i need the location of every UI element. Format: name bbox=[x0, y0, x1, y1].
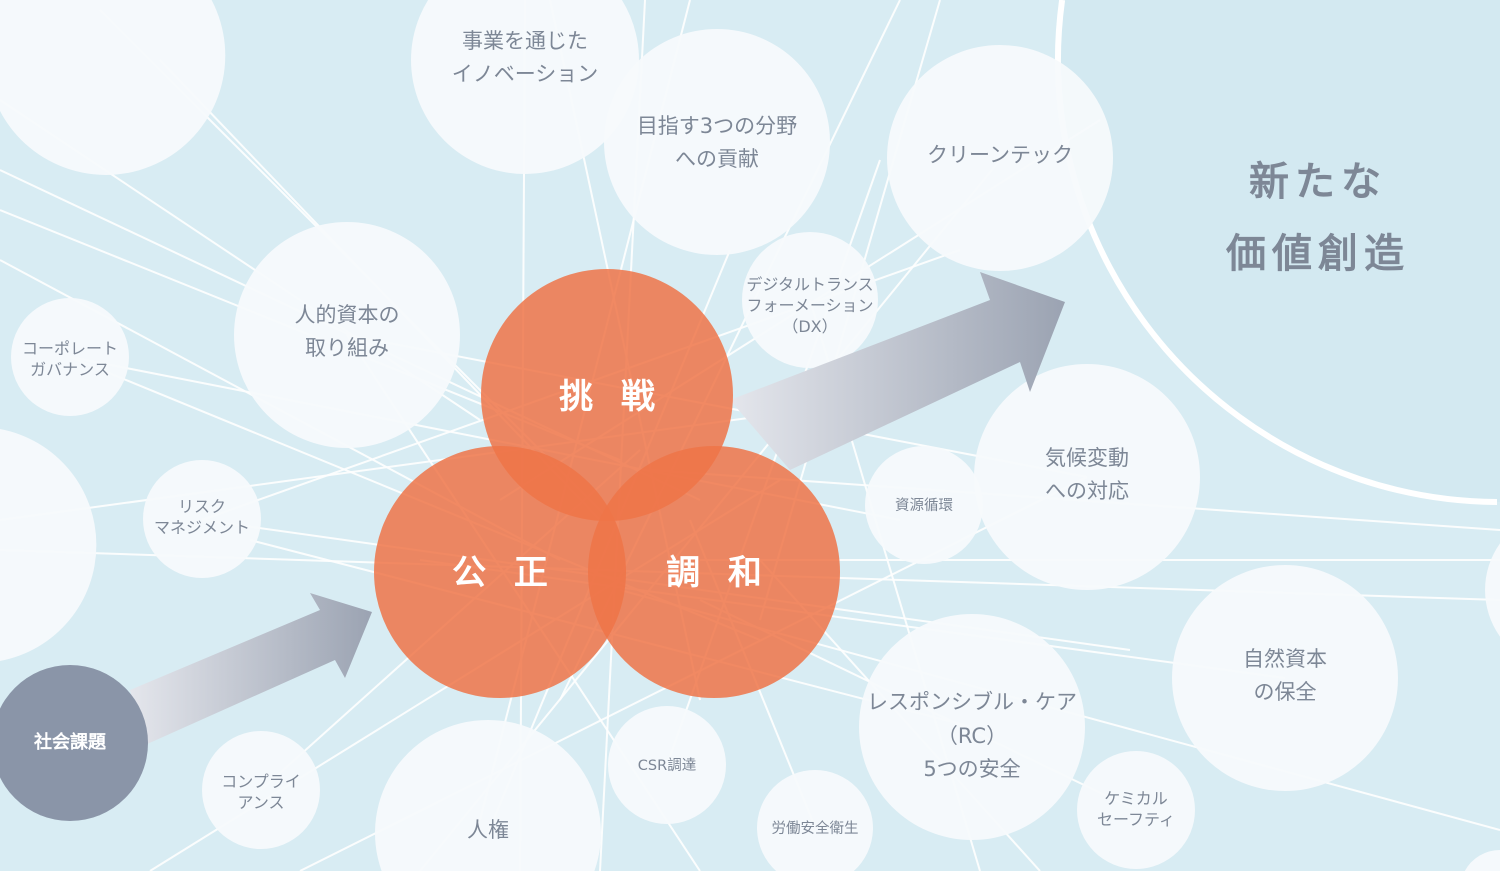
topic-resources: 資源循環 bbox=[865, 446, 983, 564]
topic-label: 事業を通じた bbox=[462, 29, 588, 53]
topic-label: セーフティ bbox=[1097, 810, 1175, 829]
topic-innovation: 事業を通じた イノベーション bbox=[411, 0, 639, 174]
topic-label: 気候変動 bbox=[1045, 446, 1129, 470]
topic-label: リスク bbox=[178, 497, 226, 516]
topic-label: 資源循環 bbox=[895, 497, 953, 514]
topic-dx: デジタルトランス フォーメーション （DX） bbox=[742, 232, 878, 368]
arrow-to-core bbox=[130, 593, 372, 745]
topic-label: 5つの安全 bbox=[923, 757, 1020, 781]
topic-label: （RC） bbox=[937, 724, 1007, 748]
topic-governance: コーポレート ガバナンス bbox=[11, 298, 129, 416]
topic-label: 取り組み bbox=[305, 336, 389, 360]
bubble-decorative bbox=[0, 429, 97, 661]
topic-compliance: コンプライ アンス bbox=[202, 731, 320, 849]
topic-chemical-safety: ケミカル セーフティ bbox=[1077, 751, 1195, 869]
bubble-decorative bbox=[1464, 850, 1500, 871]
bubble-decorative bbox=[0, 0, 226, 175]
topic-label: 自然資本 bbox=[1243, 647, 1327, 671]
topic-three-fields: 目指す3つの分野 への貢献 bbox=[604, 29, 830, 255]
topic-label: コーポレート bbox=[22, 339, 118, 358]
topic-label: ケミカル bbox=[1104, 789, 1168, 808]
topic-label: CSR調達 bbox=[638, 757, 696, 774]
topic-label: 労働安全衛生 bbox=[772, 819, 859, 837]
core-values-venn: 挑 戦 公 正 調 和 bbox=[374, 269, 840, 698]
origin-label: 社会課題 bbox=[34, 731, 107, 753]
topic-label: レスポンシブル・ケア bbox=[867, 690, 1077, 714]
headline-line-1: 新たな bbox=[1249, 159, 1387, 205]
topic-climate: 気候変動 への対応 bbox=[974, 364, 1200, 590]
topic-label: への貢献 bbox=[675, 147, 759, 171]
topic-label: ガバナンス bbox=[30, 360, 110, 379]
core-circle-harmony bbox=[588, 446, 840, 698]
arrow-to-value-creation bbox=[730, 272, 1065, 470]
topic-label: フォーメーション bbox=[746, 296, 873, 315]
topic-label: イノベーション bbox=[452, 62, 599, 86]
topic-natural-capital: 自然資本 の保全 bbox=[1172, 565, 1398, 791]
topic-label: コンプライ bbox=[221, 772, 301, 791]
origin-social-issues: 社会課題 bbox=[0, 665, 148, 821]
topic-label: 人権 bbox=[467, 818, 509, 842]
core-circle-fairness bbox=[374, 446, 626, 698]
topic-label: デジタルトランス bbox=[746, 275, 873, 294]
topic-label: （DX） bbox=[782, 317, 837, 336]
topic-csr-procurement: CSR調達 bbox=[608, 706, 726, 824]
topic-labor-safety: 労働安全衛生 bbox=[756, 769, 873, 871]
core-label-challenge: 挑 戦 bbox=[559, 377, 663, 417]
topic-label: への対応 bbox=[1045, 479, 1129, 503]
topic-human-rights: 人権 bbox=[375, 719, 602, 871]
bubble-decorative bbox=[1485, 543, 1500, 637]
topic-label: クリーンテック bbox=[927, 143, 1073, 167]
headline-line-2: 価値創造 bbox=[1225, 231, 1410, 277]
topic-label: の保全 bbox=[1254, 680, 1317, 704]
topic-label: マネジメント bbox=[154, 518, 250, 537]
topic-label: 目指す3つの分野 bbox=[637, 114, 797, 138]
topic-label: 人的資本の bbox=[295, 303, 400, 327]
topic-responsible-care: レスポンシブル・ケア （RC） 5つの安全 bbox=[859, 614, 1085, 840]
core-label-harmony: 調 和 bbox=[666, 553, 770, 593]
topic-human-capital: 人的資本の 取り組み bbox=[234, 222, 460, 448]
topic-label: アンス bbox=[237, 793, 284, 812]
topic-cleantech: クリーンテック bbox=[887, 45, 1113, 271]
topic-risk: リスク マネジメント bbox=[143, 460, 261, 578]
core-label-fairness: 公 正 bbox=[452, 553, 556, 593]
